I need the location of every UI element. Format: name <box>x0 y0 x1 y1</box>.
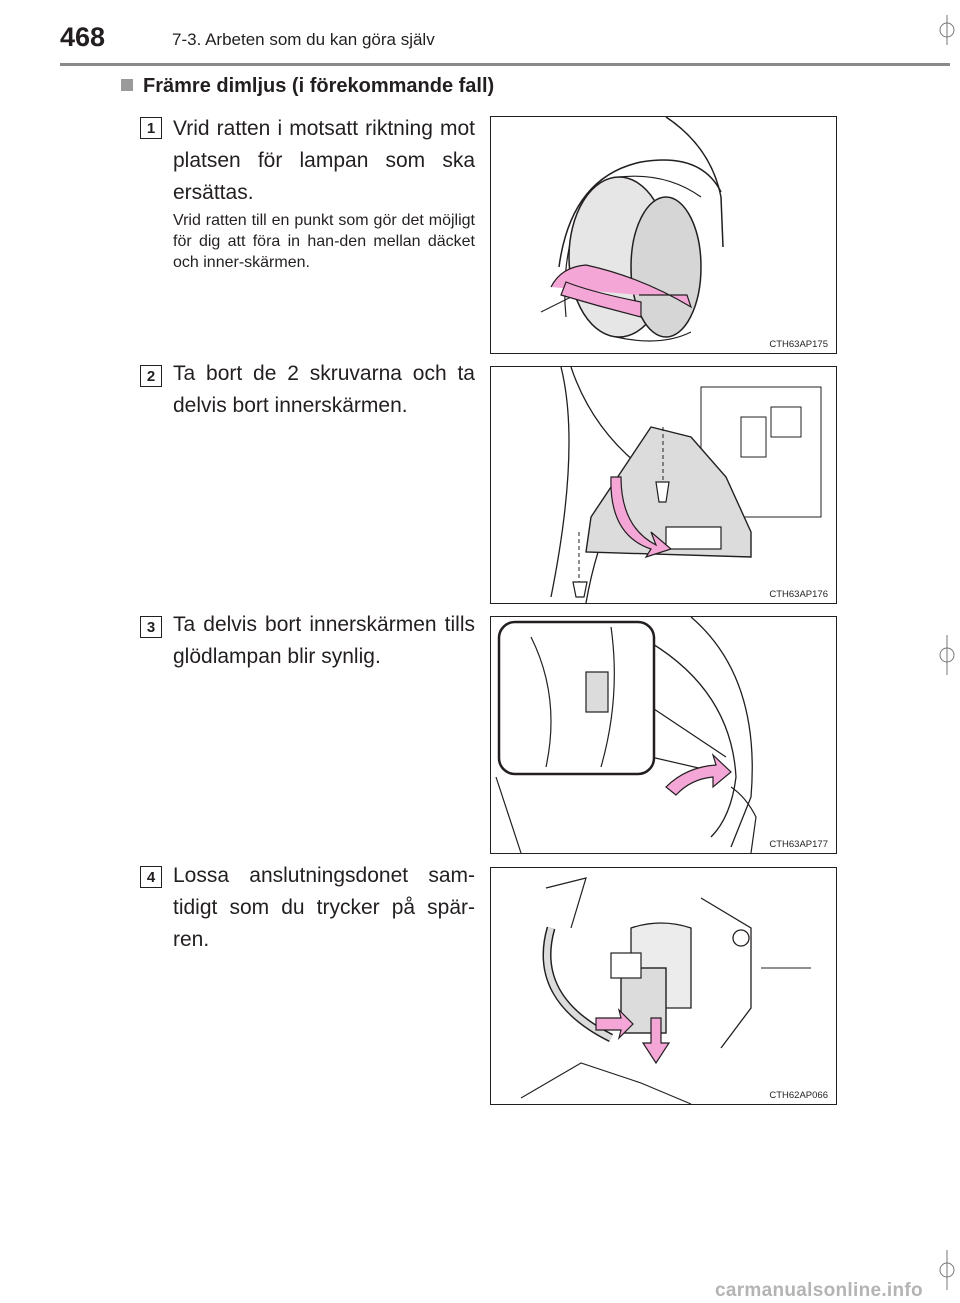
connector-release-illustration <box>520 877 811 1104</box>
header-title: 7-3. Arbeten som du kan göra själv <box>172 30 435 49</box>
step-text-4: Lossa anslutningsdonet sam-tidigt som du… <box>173 864 475 951</box>
step-badge-3: 3 <box>140 616 162 638</box>
section-heading: Främre dimljus (i förekommande fall) <box>121 75 494 98</box>
figure-code-2: CTH63AP176 <box>767 589 830 600</box>
figure-4: CTH62AP066 <box>490 867 837 1105</box>
step-badge-1: 1 <box>140 117 162 139</box>
figure-2: CTH63AP176 <box>490 366 837 604</box>
step-text-1: Vrid ratten i motsatt riktning mot plats… <box>173 117 475 204</box>
figure-code-4: CTH62AP066 <box>767 1090 830 1101</box>
bulb-visible-illustration <box>495 617 757 853</box>
crop-mark-top-right <box>939 15 955 45</box>
inner-fender-illustration <box>550 367 822 603</box>
step-text-2: Ta bort de 2 skruvarna och ta delvis bor… <box>173 362 475 417</box>
step-text-3: Ta delvis bort innerskärmen tills glödla… <box>173 613 475 668</box>
page-number: 468 <box>60 22 106 52</box>
crop-mark-middle-right <box>939 635 955 675</box>
section-heading-text: Främre dimljus (i förekommande fall) <box>143 75 495 97</box>
step-note-1: Vrid ratten till en punkt som gör det mö… <box>173 212 475 271</box>
heading-square-icon <box>121 78 133 91</box>
figure-code-3: CTH63AP177 <box>767 839 830 850</box>
figure-code-1: CTH63AP175 <box>767 339 830 350</box>
wheel-illustration <box>540 117 724 342</box>
step-badge-4: 4 <box>140 866 162 888</box>
figure-3: CTH63AP177 <box>490 616 837 854</box>
figure-1: CTH63AP175 <box>490 116 837 354</box>
header-rule <box>60 63 950 66</box>
watermark: carmanualsonline.info <box>715 1280 923 1301</box>
step-badge-2: 2 <box>140 365 162 387</box>
crop-mark-bottom-right <box>939 1250 955 1290</box>
